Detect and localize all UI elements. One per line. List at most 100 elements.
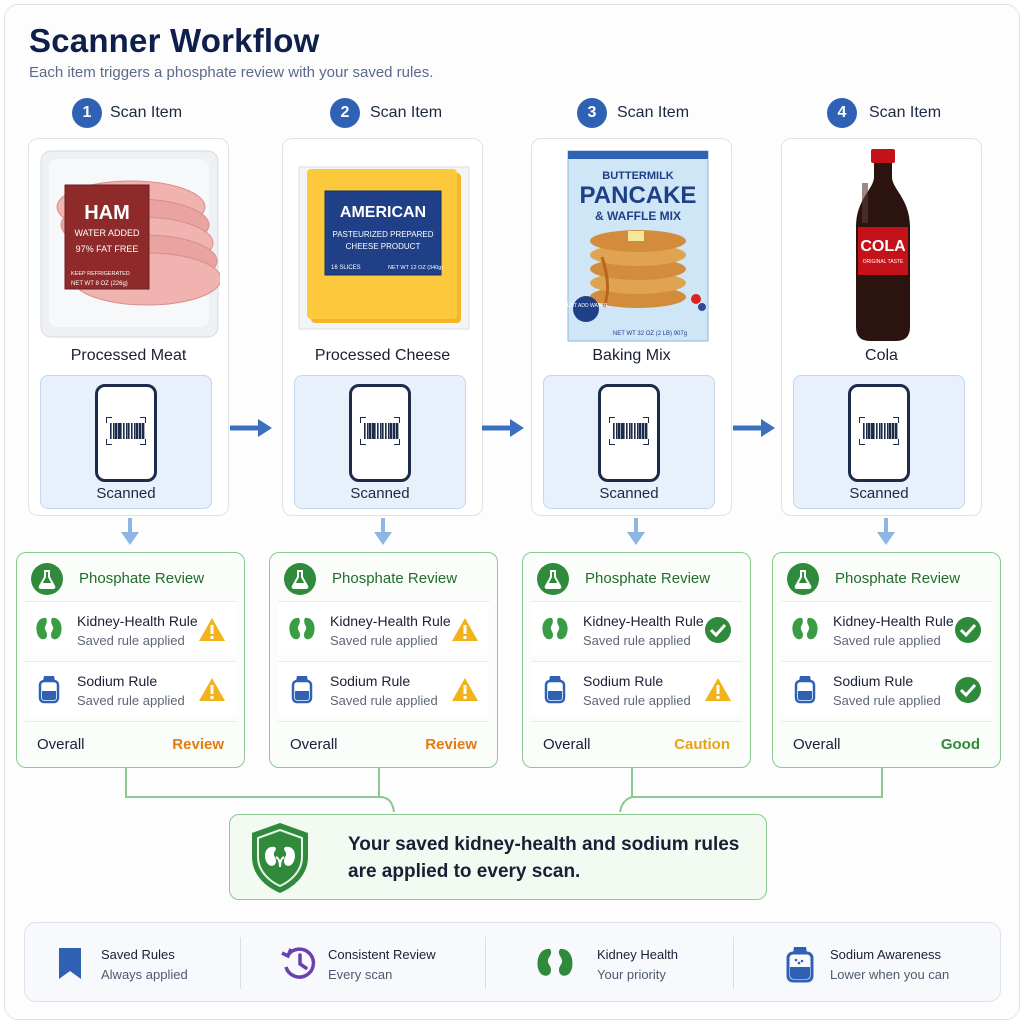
product-line: NET WT 8 OZ (226g) (71, 281, 128, 287)
kidneys-icon (792, 617, 818, 640)
flask-icon (31, 563, 63, 595)
review-title: Phosphate Review (585, 570, 711, 587)
callout-line-1: Your saved kidney-health and sodium rule… (348, 834, 740, 855)
barcode-icon (106, 417, 146, 445)
warning-icon (199, 678, 225, 701)
product-brand: HAM (84, 202, 130, 224)
rule-row: Kidney-Health Rule Saved rule applied (781, 601, 992, 655)
footer-title: Sodium Awareness (830, 947, 942, 962)
item-name: Cola (865, 347, 898, 364)
rule-name: Sodium Rule (77, 673, 158, 689)
warning-icon (452, 678, 478, 701)
rule-name: Sodium Rule (583, 673, 664, 689)
cola-bottle-icon: COLA ORIGINAL TASTE (856, 149, 910, 341)
flask-icon (537, 563, 569, 595)
kidneys-icon (542, 617, 568, 640)
overall-value: Good (940, 736, 980, 753)
product-brand: BUTTERMILK (602, 170, 674, 182)
product-line: & WAFFLE MIX (595, 209, 681, 223)
step-label: Scan Item (370, 104, 443, 121)
rule-subtitle: Saved rule applied (77, 633, 185, 648)
kidneys-icon (537, 948, 573, 976)
overall-row: Overall Good (781, 721, 992, 767)
item-name: Processed Meat (70, 347, 187, 364)
footer-title: Saved Rules (101, 947, 175, 962)
flow-arrow-down-icon (121, 518, 139, 545)
scan-status-box: Scanned (294, 375, 466, 509)
rule-row: Sodium Rule Saved rule applied (781, 661, 992, 715)
product-line: NET WT 32 OZ (2 LB) 907g (613, 331, 687, 337)
rule-name: Kidney-Health Rule (330, 613, 451, 629)
warning-icon (452, 618, 478, 641)
phone-scanner-icon (349, 384, 411, 482)
product-line: NET WT 12 OZ (340g) (388, 265, 443, 271)
phone-scanner-icon (598, 384, 660, 482)
product-line: PANCAKE (580, 182, 697, 209)
footer-divider (485, 937, 486, 989)
rules-callout: Your saved kidney-health and sodium rule… (229, 814, 767, 900)
overall-value: Caution (674, 736, 730, 753)
barcode-icon (360, 417, 400, 445)
flow-arrow-right-icon (482, 419, 524, 437)
check-circle-icon (955, 617, 981, 643)
scan-status-box: Scanned (543, 375, 715, 509)
salt-shaker-icon (38, 676, 60, 704)
review-title: Phosphate Review (835, 570, 961, 587)
overall-value: Review (172, 736, 224, 753)
footer-title: Consistent Review (328, 947, 436, 962)
step-number-badge: 2 (330, 98, 360, 128)
flask-icon (284, 563, 316, 595)
overall-value: Review (425, 736, 477, 753)
footer-sub: Your priority (597, 967, 666, 982)
overall-label: Overall (37, 736, 85, 753)
barcode-icon (859, 417, 899, 445)
rule-name: Kidney-Health Rule (77, 613, 198, 629)
phosphate-review-card: Phosphate Review Kidney-Health Rule Save… (269, 552, 498, 768)
footer-sub: Always applied (101, 967, 188, 982)
scan-status: Scanned (350, 485, 410, 502)
overall-row: Overall Review (25, 721, 236, 767)
flow-arrow-right-icon (733, 419, 775, 437)
scan-status: Scanned (849, 485, 909, 502)
product-line: CHEESE PRODUCT (346, 242, 421, 251)
rule-name: Kidney-Health Rule (833, 613, 954, 629)
ham-package-icon: HAM WATER ADDED 97% FAT FREE KEEP REFRIG… (40, 150, 220, 338)
flow-arrow-down-icon (627, 518, 645, 545)
item-card: COLA ORIGINAL TASTE Cola Scanned (781, 138, 982, 516)
step-label: Scan Item (110, 104, 183, 121)
barcode-icon (609, 417, 649, 445)
scan-status-box: Scanned (793, 375, 965, 509)
phosphate-review-card: Phosphate Review Kidney-Health Rule Save… (522, 552, 751, 768)
phosphate-review-card: Phosphate Review Kidney-Health Rule Save… (16, 552, 245, 768)
kidneys-icon (36, 617, 62, 640)
product-line: PASTEURIZED PREPARED (332, 230, 433, 239)
phosphate-review-card: Phosphate Review Kidney-Health Rule Save… (772, 552, 1001, 768)
callout-line-2: are applied to every scan. (348, 861, 581, 882)
overall-row: Overall Caution (531, 721, 742, 767)
check-circle-icon (955, 677, 981, 703)
salt-shaker-icon (291, 676, 313, 704)
footer-divider (240, 937, 241, 989)
scan-status: Scanned (599, 485, 659, 502)
item-card: HAM WATER ADDED 97% FAT FREE KEEP REFRIG… (28, 138, 229, 516)
rule-row: Sodium Rule Saved rule applied (278, 661, 489, 715)
step-header: 3 Scan Item (531, 96, 771, 130)
page-title: Scanner Workflow (29, 22, 320, 59)
rule-row: Kidney-Health Rule Saved rule applied (531, 601, 742, 655)
history-clock-icon (281, 947, 316, 979)
rule-row: Kidney-Health Rule Saved rule applied (278, 601, 489, 655)
product-line: WATER ADDED (74, 228, 140, 238)
flow-arrow-down-icon (374, 518, 392, 545)
review-header: Phosphate Review (31, 563, 231, 595)
review-header: Phosphate Review (284, 563, 484, 595)
step-header: 1 Scan Item (28, 96, 268, 130)
step-header: 2 Scan Item (282, 96, 522, 130)
rule-name: Sodium Rule (330, 673, 411, 689)
product-brand: COLA (860, 238, 906, 255)
rule-subtitle: Saved rule applied (833, 633, 941, 648)
salt-shaker-icon (544, 676, 566, 704)
rule-subtitle: Saved rule applied (583, 693, 691, 708)
product-brand: AMERICAN (340, 204, 426, 221)
footer-divider (733, 937, 734, 989)
step-header: 4 Scan Item (781, 96, 1021, 130)
